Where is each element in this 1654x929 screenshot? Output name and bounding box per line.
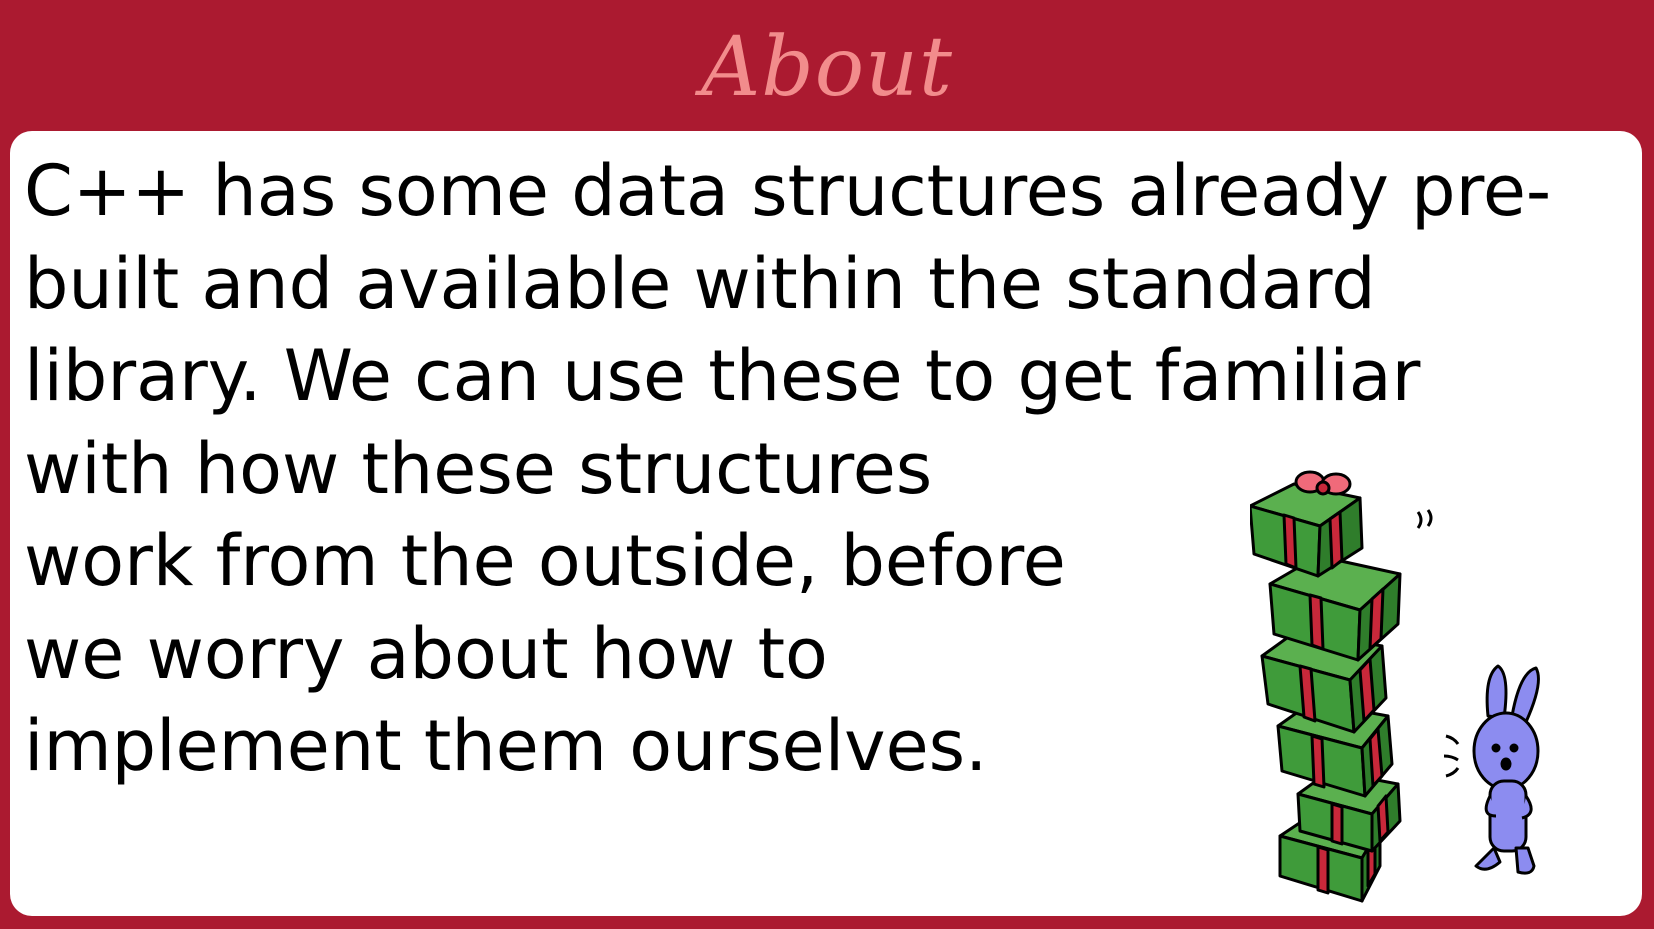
body-line: we worry about how to bbox=[24, 612, 828, 695]
body-line: implement them ourselves. bbox=[24, 705, 988, 787]
body-line: with how these structures bbox=[24, 427, 933, 510]
gift-stack-and-bunny-icon bbox=[1205, 466, 1630, 911]
body-line: work from the outside, before bbox=[24, 520, 1066, 602]
body-line: library. We can use these to get familia… bbox=[24, 335, 1421, 417]
content-panel: C++ has some data structures already pre… bbox=[10, 131, 1642, 916]
body-line: C++ has some data structures already pre… bbox=[24, 150, 1552, 232]
body-text: C++ has some data structures already pre… bbox=[24, 145, 1551, 793]
slide-title: About bbox=[701, 20, 953, 115]
body-line: built and available within the standard bbox=[24, 242, 1376, 325]
